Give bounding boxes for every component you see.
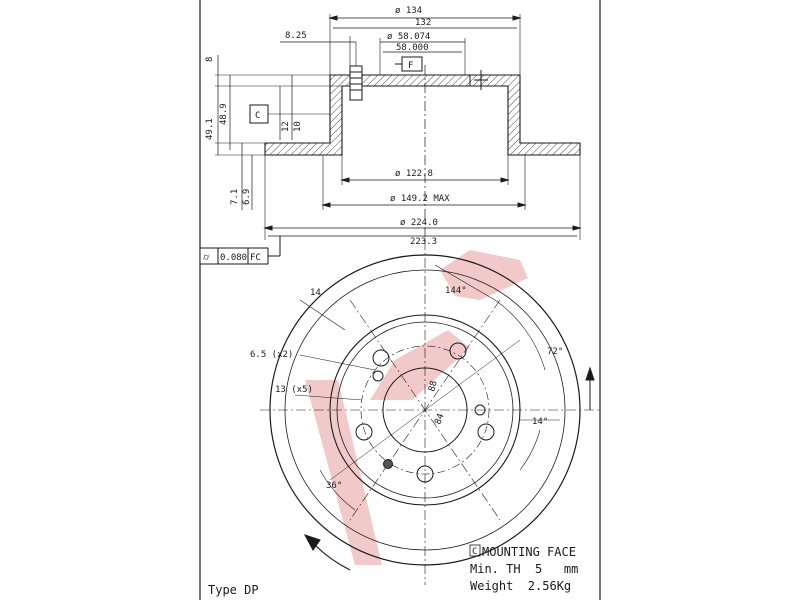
dim-58074: ø 58.074 — [387, 32, 430, 42]
dim-2240: ø 224.0 — [400, 218, 438, 228]
bolt-hole — [372, 349, 390, 367]
dim-84: 84 — [433, 412, 446, 426]
dim-144deg: 144° — [445, 286, 467, 296]
locating-hole — [474, 404, 486, 416]
plan-dimensions: 14 144° 72° 6.5 (x2) 13 (x5) 88 84 14° 3… — [250, 286, 563, 491]
datum-c: C — [255, 111, 260, 121]
tolerance-ref: FC — [250, 253, 261, 263]
wheel-bolt — [349, 65, 363, 101]
bolt-hole — [449, 342, 467, 360]
dim-1492: ø 149.2 MAX — [390, 194, 450, 204]
dim-12: 12 — [281, 121, 291, 132]
type-label: Type DP — [208, 583, 259, 597]
frame — [199, 0, 601, 600]
bolt-hole — [477, 423, 495, 441]
watermark-logo — [305, 250, 528, 565]
mounting-face-note: MOUNTING FACE — [482, 545, 576, 559]
mounting-letter: C — [472, 547, 477, 557]
dim-65: 6.5 (x2) — [250, 350, 293, 360]
plan-view — [260, 240, 600, 585]
dim-491: 49.1 — [205, 118, 215, 140]
dim-489: 48.9 — [219, 103, 229, 125]
dim-72deg: 72° — [547, 347, 563, 357]
dim-10: 10 — [293, 121, 303, 132]
dim-8: 8 — [205, 57, 215, 62]
notes: C MOUNTING FACE Min. TH 5 mm Weight 2.56… — [208, 544, 578, 597]
dim-71: 7.1 — [230, 189, 240, 205]
dim-1228: ø 122.8 — [395, 169, 433, 179]
dim-13: 13 (x5) — [275, 385, 313, 395]
dim-58000: 58.000 — [396, 43, 429, 53]
dim-36deg: 36° — [326, 481, 342, 491]
weight-note: Weight 2.56Kg — [470, 579, 571, 593]
tolerance-symbol: ⌭ — [203, 253, 210, 263]
bolt-hole — [355, 423, 373, 441]
min-thickness-note: Min. TH 5 mm — [470, 562, 578, 576]
dim-88: 88 — [427, 380, 439, 393]
disc-section-profile — [264, 74, 581, 156]
dim-14deg: 14° — [532, 417, 548, 427]
dim-14: 14 — [310, 288, 321, 298]
dim-132: 132 — [415, 18, 431, 28]
section-dimensions: ø 134 132 8.25 ø 58.074 58.000 F C 8 49.… — [203, 6, 450, 263]
bolt-hole — [416, 465, 434, 483]
tolerance-value: 0.080 — [220, 253, 247, 263]
dim-69: 6.9 — [242, 189, 252, 205]
section-view — [199, 14, 582, 265]
dim-825: 8.25 — [285, 31, 307, 41]
datum-f: F — [408, 61, 413, 71]
locating-hole — [372, 370, 384, 382]
dim-134: ø 134 — [395, 6, 422, 16]
dim-2233: 223.3 — [410, 237, 437, 247]
locating-hole-filled — [383, 459, 393, 469]
